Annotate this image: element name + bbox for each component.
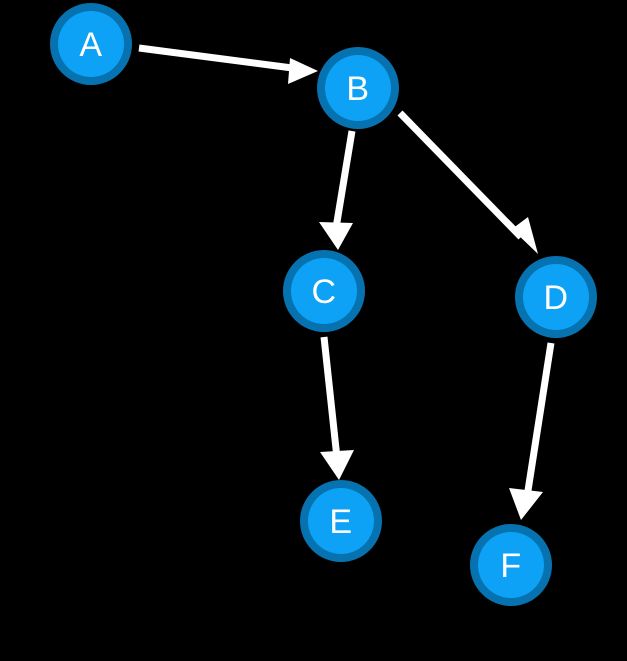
- edge-c-e-arrowhead: [320, 450, 354, 480]
- node-f-core: [478, 532, 544, 598]
- edge-d-f-line: [523, 342, 555, 498]
- edge-layer: [138, 44, 555, 520]
- node-a[interactable]: A: [50, 3, 132, 85]
- edge-c-e[interactable]: [320, 336, 354, 480]
- node-d-core: [523, 264, 589, 330]
- node-c-label: C: [311, 273, 336, 311]
- node-e-core: [308, 488, 374, 554]
- node-f[interactable]: F: [470, 524, 552, 606]
- edge-b-d[interactable]: [397, 110, 538, 254]
- node-e-label: E: [329, 503, 352, 541]
- node-b-core: [325, 55, 391, 121]
- node-layer: A B C D E: [50, 3, 597, 606]
- node-c-core: [291, 258, 357, 324]
- node-d[interactable]: D: [515, 256, 597, 338]
- edge-b-c-line: [332, 130, 356, 229]
- node-c[interactable]: C: [283, 250, 365, 332]
- edge-d-f[interactable]: [509, 342, 555, 520]
- node-f-label: F: [500, 547, 521, 585]
- edge-c-e-line: [320, 336, 341, 459]
- node-b-label: B: [346, 70, 369, 108]
- node-a-core: [58, 11, 124, 77]
- edge-b-c[interactable]: [319, 130, 356, 250]
- node-e[interactable]: E: [300, 480, 382, 562]
- edge-a-b[interactable]: [138, 44, 318, 84]
- edge-b-d-line: [397, 110, 524, 240]
- edge-a-b-arrowhead: [288, 58, 318, 84]
- edge-a-b-line: [138, 44, 301, 73]
- edge-b-c-arrowhead: [319, 222, 353, 250]
- node-d-label: D: [543, 279, 568, 317]
- edge-d-f-arrowhead: [509, 488, 543, 520]
- edge-b-d-arrowhead: [512, 217, 538, 254]
- node-b[interactable]: B: [317, 47, 399, 129]
- node-a-label: A: [79, 26, 102, 64]
